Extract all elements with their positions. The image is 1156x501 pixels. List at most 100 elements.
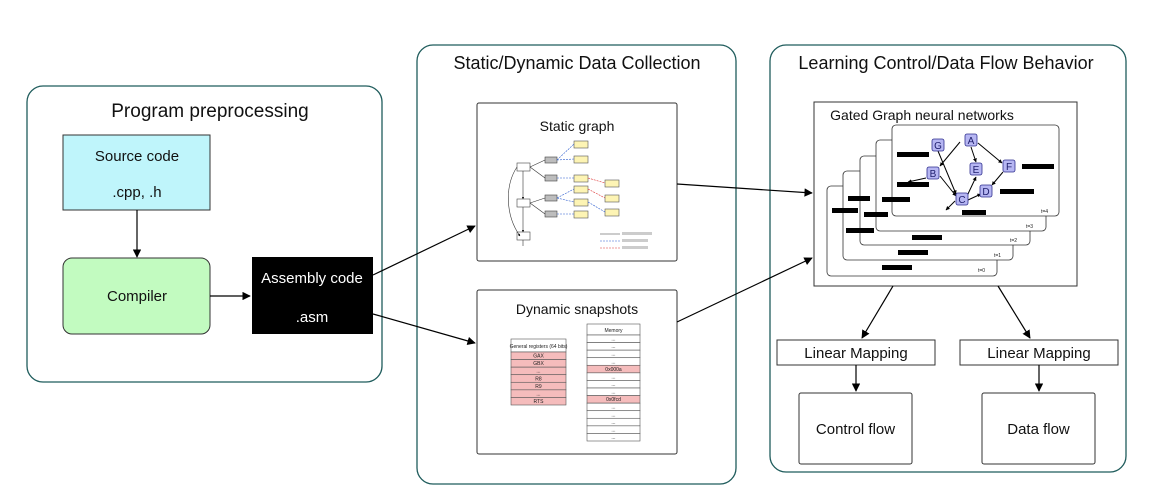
graph-node-d: D bbox=[979, 184, 993, 198]
memory-row: ... bbox=[586, 425, 641, 434]
graph-node-b: B bbox=[926, 166, 940, 180]
ggnn-node: Gated Graph neural networks t=0 t=1 t=2 … bbox=[813, 101, 1078, 287]
register-name: RTS bbox=[534, 399, 545, 405]
collection-title: Static/Dynamic Data Collection bbox=[453, 53, 700, 73]
compiler-node: Compiler bbox=[62, 257, 211, 335]
arrow-assembly-to-dynamic bbox=[372, 313, 476, 345]
graph-node-c: C bbox=[955, 192, 969, 206]
register-row: R8 bbox=[510, 374, 567, 383]
memory-cell: ... bbox=[611, 382, 615, 388]
graph-node-label: F bbox=[1006, 162, 1012, 173]
collection-panel bbox=[416, 44, 737, 485]
memory-cell: ... bbox=[611, 412, 615, 418]
graph-node-g: G bbox=[931, 138, 945, 152]
memory-row: ... bbox=[586, 380, 641, 389]
memory-row: 0x000a bbox=[586, 364, 641, 374]
ggnn-title: Gated Graph neural networks bbox=[830, 107, 1014, 123]
linear-mapping-left-node: Linear Mapping bbox=[776, 339, 936, 366]
source-code-label: Source code bbox=[95, 148, 179, 165]
memory-row: ... bbox=[586, 357, 641, 366]
graph-node-label: G bbox=[934, 141, 942, 152]
memory-row: ... bbox=[586, 342, 641, 351]
register-name: GAX bbox=[533, 354, 544, 360]
preprocessing-title: Program preprocessing bbox=[111, 101, 308, 122]
static-graph-title: Static graph bbox=[540, 118, 615, 134]
linear-mapping-right-label: Linear Mapping bbox=[987, 345, 1090, 362]
time-label-t1: t=1 bbox=[994, 253, 1001, 259]
graph-node-label: B bbox=[930, 169, 937, 180]
memory-table-header: Memory bbox=[604, 328, 623, 334]
register-table-header: General registers (64 bits) bbox=[510, 344, 568, 350]
memory-cell: ... bbox=[611, 344, 615, 350]
memory-row: ... bbox=[586, 387, 641, 396]
static-graph-node: Static graph bbox=[476, 102, 678, 262]
register-row: RTS bbox=[510, 397, 567, 406]
register-row: ... bbox=[510, 389, 567, 398]
compiler-label: Compiler bbox=[107, 288, 167, 305]
memory-table: Memory ............0x000a.........0x0fcd… bbox=[586, 323, 641, 442]
static-graph-thumbnail bbox=[508, 140, 652, 249]
register-name: ... bbox=[536, 391, 540, 397]
data-flow-node: Data flow bbox=[981, 392, 1096, 465]
memory-row: 0x0fcd bbox=[586, 395, 641, 404]
register-name: ... bbox=[536, 369, 540, 375]
memory-row: ... bbox=[586, 410, 641, 419]
register-name: R9 bbox=[535, 384, 542, 390]
dynamic-snapshots-node: Dynamic snapshots General registers (64 … bbox=[476, 289, 678, 455]
register-row: GAX bbox=[510, 351, 567, 360]
memory-row: ... bbox=[586, 433, 641, 442]
memory-cell: ... bbox=[611, 359, 615, 365]
arrow-ggnn-to-linear-right bbox=[997, 285, 1031, 339]
register-row: R9 bbox=[510, 381, 567, 391]
graph-node-label: D bbox=[982, 187, 989, 198]
memory-row: ... bbox=[586, 417, 641, 427]
data-flow-label: Data flow bbox=[1007, 421, 1070, 438]
memory-cell: ... bbox=[611, 420, 615, 426]
register-row: GBX bbox=[510, 359, 567, 368]
assembly-code-ext: .asm bbox=[296, 309, 329, 326]
state-vectors bbox=[832, 152, 1054, 270]
memory-cell: ... bbox=[611, 337, 615, 343]
learning-panel bbox=[769, 44, 1127, 473]
graph-node-label: C bbox=[958, 195, 965, 206]
learning-title: Learning Control/Data Flow Behavior bbox=[798, 53, 1093, 73]
register-row: ... bbox=[510, 366, 567, 376]
memory-cell: ... bbox=[611, 390, 615, 396]
memory-cell: 0x000a bbox=[605, 367, 622, 373]
memory-row: ... bbox=[586, 402, 641, 412]
source-code-ext: .cpp, .h bbox=[112, 184, 161, 201]
time-label-t4: t=4 bbox=[1041, 209, 1048, 215]
time-label-t0: t=0 bbox=[978, 268, 985, 274]
assembly-code-node: Assembly code .asm bbox=[252, 257, 373, 334]
register-name: GBX bbox=[533, 361, 544, 367]
source-code-node: Source code .cpp, .h bbox=[62, 134, 211, 211]
time-label-t2: t=2 bbox=[1010, 238, 1017, 244]
graph-node-a: A bbox=[964, 133, 978, 147]
memory-cell: ... bbox=[611, 374, 615, 380]
memory-row: ... bbox=[586, 372, 641, 381]
arrow-static-to-ggnn bbox=[676, 183, 813, 197]
register-table: General registers (64 bits) GAXGBX...R8R… bbox=[510, 338, 568, 406]
graph-node-f: F bbox=[1002, 159, 1016, 173]
memory-cell: ... bbox=[611, 352, 615, 358]
arrow-dynamic-to-ggnn bbox=[676, 257, 813, 323]
graph-node-label: A bbox=[968, 136, 975, 147]
memory-row: ... bbox=[586, 334, 641, 343]
memory-row: ... bbox=[586, 349, 641, 359]
memory-cell: 0x0fcd bbox=[606, 397, 621, 403]
assembly-code-label: Assembly code bbox=[261, 270, 363, 287]
graph-node-label: E bbox=[973, 165, 980, 176]
graph-node-e: E bbox=[969, 162, 983, 176]
dynamic-snapshots-title: Dynamic snapshots bbox=[516, 301, 638, 317]
register-name: R8 bbox=[535, 376, 542, 382]
memory-cell: ... bbox=[611, 405, 615, 411]
memory-cell: ... bbox=[611, 435, 615, 441]
arrow-assembly-to-static bbox=[372, 225, 476, 276]
control-flow-node: Control flow bbox=[798, 392, 913, 465]
control-flow-label: Control flow bbox=[816, 421, 895, 438]
memory-cell: ... bbox=[611, 427, 615, 433]
preprocessing-panel bbox=[26, 85, 383, 383]
linear-mapping-left-label: Linear Mapping bbox=[804, 345, 907, 362]
linear-mapping-right-node: Linear Mapping bbox=[959, 339, 1119, 366]
